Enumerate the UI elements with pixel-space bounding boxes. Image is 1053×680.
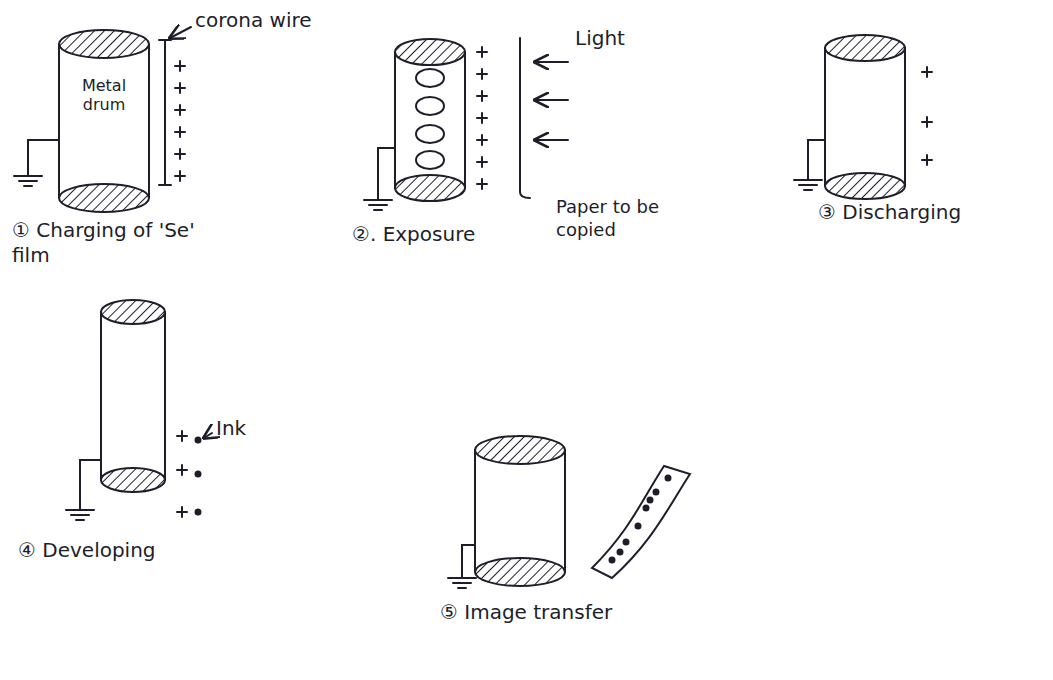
callout-label: corona wire xyxy=(195,8,395,33)
step-caption: ① Charging of 'Se' film xyxy=(12,218,212,268)
ink-dot xyxy=(654,490,659,495)
latent-image xyxy=(416,151,444,169)
copy-paper xyxy=(592,466,690,578)
ground-symbol xyxy=(66,510,94,520)
light-arrow xyxy=(535,99,568,101)
ground-wire xyxy=(80,460,101,510)
charge-sign xyxy=(477,157,487,167)
corona-wire xyxy=(164,40,166,185)
step-caption: ④ Developing xyxy=(18,538,238,563)
ground-wire xyxy=(462,545,475,578)
ground-wire xyxy=(808,140,825,180)
wire-end xyxy=(159,40,171,185)
metal-drum xyxy=(825,35,905,199)
charge-sign xyxy=(175,171,185,181)
ground-wire xyxy=(28,140,58,176)
charge-sign xyxy=(477,113,487,123)
ink-dot xyxy=(196,510,201,515)
charge-sign xyxy=(922,155,932,165)
ground-symbol xyxy=(448,578,476,588)
charge-sign xyxy=(922,117,932,127)
charge-sign xyxy=(175,105,185,115)
step-caption: ⑤ Image transfer xyxy=(440,600,700,625)
original-paper xyxy=(520,38,530,198)
light-arrow xyxy=(535,61,568,63)
ground-wire xyxy=(378,148,395,200)
step-caption: ③ Discharging xyxy=(818,200,1038,225)
charge-sign xyxy=(477,135,487,145)
step-caption: ②. Exposure xyxy=(352,222,572,247)
charge-sign xyxy=(175,127,185,137)
charge-sign xyxy=(175,149,185,159)
latent-image xyxy=(416,97,444,115)
charge-sign xyxy=(477,91,487,101)
callout-label: Ink xyxy=(216,416,296,441)
ink-dot xyxy=(618,550,623,555)
charge-sign xyxy=(177,465,187,475)
ink-dot xyxy=(610,558,615,563)
charge-sign xyxy=(477,47,487,57)
callout-label: Light xyxy=(575,26,695,51)
drum-label: Metal drum xyxy=(58,76,150,114)
leader-line xyxy=(170,27,191,38)
leader-line xyxy=(204,433,212,438)
ground-symbol xyxy=(14,176,42,186)
charge-sign xyxy=(477,179,487,189)
ground-symbol xyxy=(364,200,392,210)
ink-dot xyxy=(666,476,671,481)
latent-image xyxy=(416,69,444,87)
ink-dot xyxy=(648,498,653,503)
charge-sign xyxy=(922,67,932,77)
callout-label: Paper to be copied xyxy=(556,196,696,241)
charge-sign xyxy=(177,431,187,441)
ink-dot xyxy=(624,540,629,545)
ground-symbol xyxy=(794,180,822,190)
ink-dot xyxy=(636,524,641,529)
ink-dot xyxy=(644,506,649,511)
latent-image xyxy=(416,125,444,143)
metal-drum xyxy=(101,300,165,492)
metal-drum xyxy=(475,436,565,586)
metal-drum xyxy=(395,39,465,201)
charge-sign xyxy=(477,69,487,79)
metal-drum: Metal drum xyxy=(58,28,150,214)
ink-dot xyxy=(196,472,201,477)
drum-outline xyxy=(57,28,151,214)
ink-dot xyxy=(196,438,201,443)
charge-sign xyxy=(175,83,185,93)
charge-sign xyxy=(175,61,185,71)
charge-sign xyxy=(177,507,187,517)
light-arrow xyxy=(535,139,568,141)
